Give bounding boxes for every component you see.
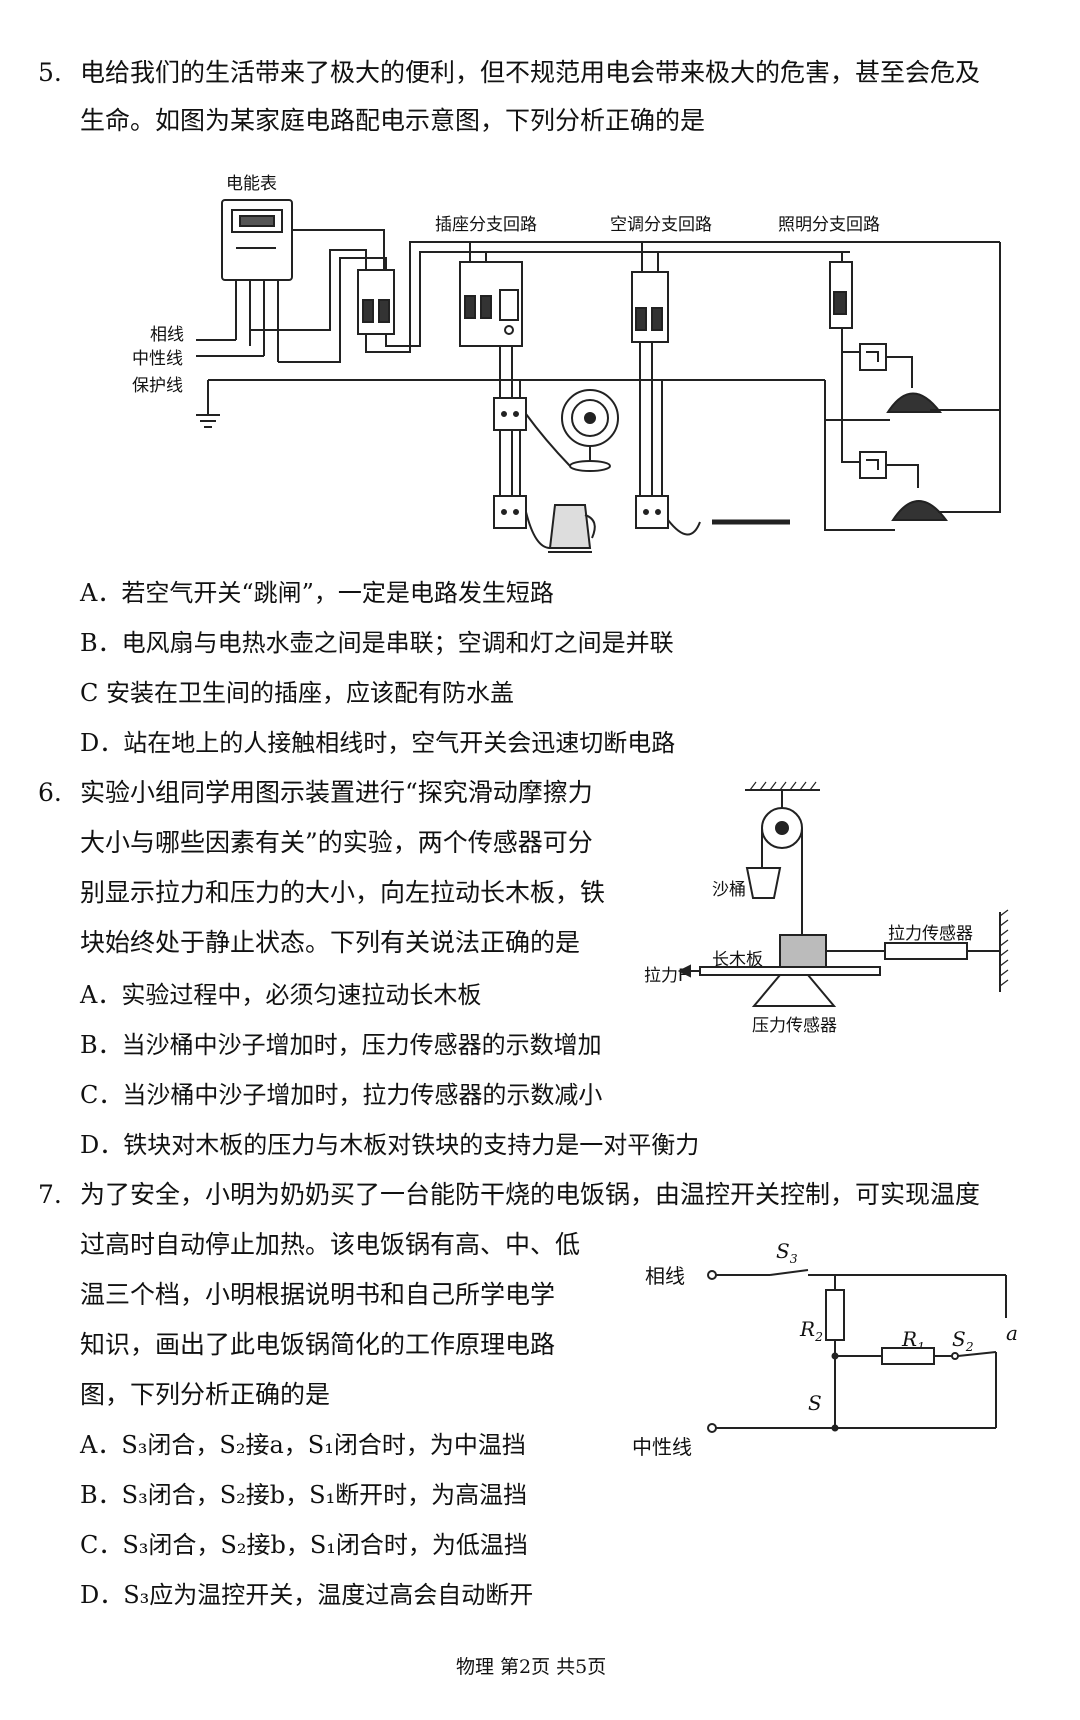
r1-label: R1 <box>902 1327 925 1354</box>
q7-option-d: D．S₃应为温控开关，温度过高会自动断开 <box>80 1581 534 1609</box>
pressure-sensor-label: 压力传感器 <box>752 1016 837 1036</box>
friction-apparatus-diagram <box>677 781 1009 1007</box>
house-wiring-diagram <box>196 199 1001 553</box>
rice-cooker-circuit-diagram <box>707 1269 1007 1433</box>
q7-stem-line2: 过高时自动停止加热。该电饭锅有高、中、低 <box>80 1230 581 1259</box>
pull-force-label: 拉力F <box>644 966 688 986</box>
q6-stem-line3: 别显示拉力和压力的大小，向左拉动长木板，铁 <box>80 878 606 907</box>
circuit-neutral-label: 中性线 <box>632 1435 692 1459</box>
r2-label: R2 <box>800 1317 823 1344</box>
q5-option-c: C 安装在卫生间的插座，应该配有防水盖 <box>80 679 514 707</box>
phase-line-label: 相线 <box>150 325 184 345</box>
q5-number: 5. <box>38 58 62 87</box>
q6-number: 6. <box>38 778 62 807</box>
q5-option-a: A．若空气开关“跳闸”，一定是电路发生短路 <box>80 579 554 607</box>
q6-option-c: C．当沙桶中沙子增加时，拉力传感器的示数减小 <box>80 1081 603 1109</box>
q7-option-c: C．S₃闭合，S₂接b，S₁闭合时，为低温挡 <box>80 1531 528 1559</box>
wall-socket-2-icon <box>493 495 527 529</box>
socket-branch-breaker-icon <box>459 261 523 347</box>
q6-stem-line4: 块始终处于静止状态。下列有关说法正确的是 <box>80 928 581 957</box>
q7-option-b: B．S₃闭合，S₂接b，S₁断开时，为高温挡 <box>80 1481 528 1509</box>
s2-switch-icon <box>957 1351 997 1357</box>
ac-branch-breaker-icon <box>631 271 669 343</box>
q6-stem-line2: 大小与哪些因素有关”的实验，两个传感器可分 <box>80 828 593 857</box>
r2-resistor-icon <box>825 1289 845 1341</box>
sand-bucket-label: 沙桶 <box>712 880 746 900</box>
s1-label: S <box>808 1391 822 1415</box>
electric-fan-icon <box>525 389 619 472</box>
electric-meter-icon <box>221 199 293 281</box>
ground-line-label: 保护线 <box>132 376 183 396</box>
circuit-phase-label: 相线 <box>645 1264 685 1288</box>
s3-label: S3 <box>776 1239 798 1266</box>
pressure-sensor-icon <box>751 974 837 1007</box>
q5-option-d: D．站在地上的人接触相线时，空气开关会迅速切断电路 <box>80 729 676 757</box>
q6-option-d: D．铁块对木板的压力与木板对铁块的支持力是一对平衡力 <box>80 1131 700 1159</box>
q5-stem-line1: 电给我们的生活带来了极大的便利，但不规范用电会带来极大的危害，甚至会危及 <box>80 58 981 87</box>
q7-stem-line4: 知识，画出了此电饭锅简化的工作原理电路 <box>80 1330 556 1359</box>
tension-sensor-label: 拉力传感器 <box>888 924 973 944</box>
s2-label: S2 <box>952 1327 974 1354</box>
ceiling-lamp-1-icon <box>886 392 943 413</box>
q5-stem-line2: 生命。如图为某家庭电路配电示意图，下列分析正确的是 <box>80 106 706 135</box>
socket-branch-label: 插座分支回路 <box>435 215 537 235</box>
ac-plug-cord <box>667 519 701 536</box>
ac-socket-icon <box>635 495 669 529</box>
electric-kettle-icon <box>525 504 596 553</box>
q7-option-a: A．S₃闭合，S₂接a，S₁闭合时，为中温挡 <box>80 1431 526 1459</box>
s3-switch-icon <box>769 1269 809 1276</box>
long-board-label: 长木板 <box>712 950 763 970</box>
q6-stem-line1: 实验小组同学用图示装置进行“探究滑动摩擦力 <box>80 778 593 807</box>
r1-resistor-icon <box>881 1347 935 1365</box>
page-footer: 物理 第2页 共5页 <box>456 1656 607 1678</box>
q7-stem-line3: 温三个档，小明根据说明书和自己所学电学 <box>80 1280 556 1309</box>
main-breaker-icon <box>357 269 395 335</box>
terminal-a-label: a <box>1006 1321 1018 1345</box>
q5-option-b: B．电风扇与电热水壶之间是串联；空调和灯之间是并联 <box>80 629 674 657</box>
ac-branch-label: 空调分支回路 <box>610 215 712 235</box>
q7-stem-line5: 图，下列分析正确的是 <box>80 1380 331 1409</box>
q6-option-a: A．实验过程中，必须匀速拉动长木板 <box>80 981 482 1009</box>
q7-stem-line1: 为了安全，小明为奶奶买了一台能防干烧的电饭锅，由温控开关控制，可实现温度 <box>80 1180 981 1209</box>
neutral-line-label: 中性线 <box>132 349 183 369</box>
ceiling-lamp-2-icon <box>891 500 948 521</box>
q7-number: 7. <box>38 1180 62 1209</box>
meter-label: 电能表 <box>226 174 277 194</box>
light-branch-label: 照明分支回路 <box>778 215 880 235</box>
q6-option-b: B．当沙桶中沙子增加时，压力传感器的示数增加 <box>80 1031 602 1059</box>
sand-bucket-icon <box>745 867 782 899</box>
